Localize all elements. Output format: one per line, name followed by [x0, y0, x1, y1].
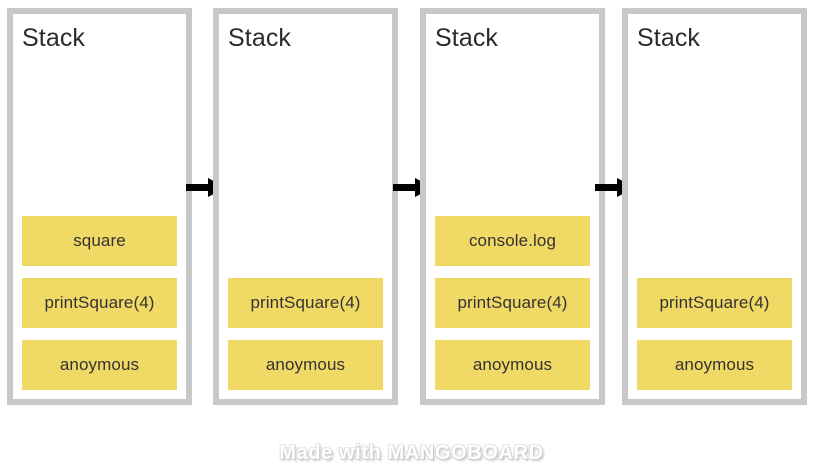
panel-title: Stack	[435, 24, 499, 52]
stack-panel-3: Stack console.log printSquare(4) anoymou…	[420, 8, 605, 405]
stack-frame-empty	[228, 216, 383, 266]
stack-frame: printSquare(4)	[228, 278, 383, 328]
stack-frame-list: printSquare(4) anoymous	[637, 216, 792, 390]
stack-frame-list: printSquare(4) anoymous	[228, 216, 383, 390]
watermark-text: Made with MANGOBOARD	[279, 442, 544, 464]
stack-frame: anoymous	[22, 340, 177, 390]
stack-frame-empty	[637, 216, 792, 266]
stack-frame: anoymous	[228, 340, 383, 390]
stack-panel-2: Stack printSquare(4) anoymous	[213, 8, 398, 405]
stack-panel-1: Stack square printSquare(4) anoymous	[7, 8, 192, 405]
panel-title: Stack	[637, 24, 701, 52]
stack-frame: anoymous	[637, 340, 792, 390]
stack-frame: printSquare(4)	[22, 278, 177, 328]
stack-frame: console.log	[435, 216, 590, 266]
stack-frame: anoymous	[435, 340, 590, 390]
stack-frame: printSquare(4)	[435, 278, 590, 328]
stack-frame-list: square printSquare(4) anoymous	[22, 216, 177, 390]
stack-frame: square	[22, 216, 177, 266]
stack-frame-list: console.log printSquare(4) anoymous	[435, 216, 590, 390]
panel-title: Stack	[228, 24, 292, 52]
panel-title: Stack	[22, 24, 86, 52]
stack-panel-4: Stack printSquare(4) anoymous	[622, 8, 807, 405]
stack-frame: printSquare(4)	[637, 278, 792, 328]
